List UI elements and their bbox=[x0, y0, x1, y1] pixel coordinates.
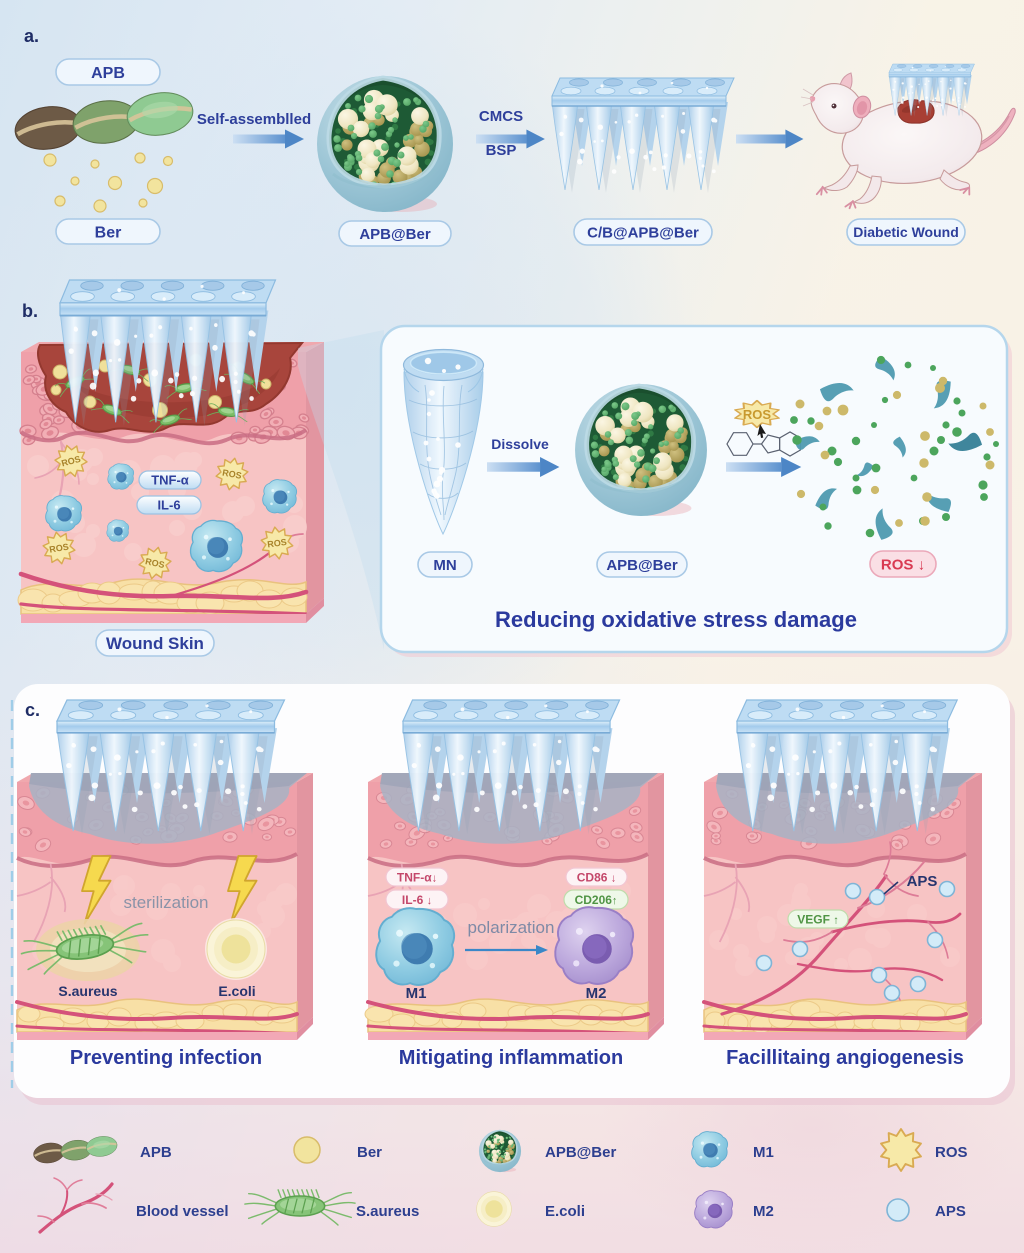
svg-text:CD206↑: CD206↑ bbox=[575, 893, 618, 907]
svg-text:CD86 ↓: CD86 ↓ bbox=[577, 870, 617, 884]
svg-text:APS: APS bbox=[935, 1203, 966, 1220]
svg-text:APB: APB bbox=[91, 65, 125, 82]
svg-text:Reducing oxidative stress dama: Reducing oxidative stress damage bbox=[495, 607, 857, 632]
svg-text:ROS: ROS bbox=[221, 468, 242, 481]
svg-text:M2: M2 bbox=[586, 985, 607, 1002]
svg-text:ROS: ROS bbox=[49, 542, 70, 555]
svg-text:Preventing infection: Preventing infection bbox=[70, 1047, 262, 1069]
svg-text:a.: a. bbox=[24, 26, 39, 46]
svg-text:VEGF ↑: VEGF ↑ bbox=[797, 912, 839, 926]
svg-text:APB: APB bbox=[140, 1144, 172, 1161]
svg-text:E.coli: E.coli bbox=[545, 1203, 585, 1220]
svg-text:TNF-α↓: TNF-α↓ bbox=[397, 870, 437, 884]
svg-text:b.: b. bbox=[22, 301, 38, 321]
svg-text:S.aureus: S.aureus bbox=[356, 1203, 419, 1220]
svg-text:Blood vessel: Blood vessel bbox=[136, 1203, 229, 1220]
svg-text:APS: APS bbox=[907, 873, 938, 890]
svg-text:ROS: ROS bbox=[935, 1144, 968, 1161]
svg-text:C/B@APB@Ber: C/B@APB@Ber bbox=[587, 224, 699, 241]
svg-text:M2: M2 bbox=[753, 1203, 774, 1220]
svg-text:M1: M1 bbox=[406, 985, 427, 1002]
svg-text:APB@Ber: APB@Ber bbox=[545, 1144, 616, 1161]
svg-text:MN: MN bbox=[433, 557, 456, 574]
svg-text:APB@Ber: APB@Ber bbox=[606, 557, 677, 574]
svg-text:E.coli: E.coli bbox=[218, 983, 255, 999]
svg-text:sterilization: sterilization bbox=[123, 893, 208, 912]
svg-text:Mitigating inflammation: Mitigating inflammation bbox=[399, 1047, 623, 1069]
svg-text:CMCS: CMCS bbox=[479, 108, 523, 125]
svg-text:Ber: Ber bbox=[357, 1144, 382, 1161]
svg-text:Wound Skin: Wound Skin bbox=[106, 634, 204, 653]
svg-text:Diabetic Wound: Diabetic Wound bbox=[853, 224, 959, 240]
svg-text:ROS: ROS bbox=[743, 407, 772, 422]
svg-text:S.aureus: S.aureus bbox=[58, 983, 117, 999]
svg-text:Self-assemblled: Self-assemblled bbox=[197, 111, 311, 128]
svg-text:Facillitaing angiogenesis: Facillitaing angiogenesis bbox=[726, 1047, 964, 1069]
svg-text:APB@Ber: APB@Ber bbox=[359, 226, 430, 243]
svg-text:ROS: ROS bbox=[267, 537, 288, 550]
svg-text:BSP: BSP bbox=[486, 142, 517, 159]
svg-text:c.: c. bbox=[25, 700, 40, 720]
svg-text:ROS: ROS bbox=[60, 454, 81, 469]
svg-text:ROS: ROS bbox=[144, 556, 165, 570]
svg-text:M1: M1 bbox=[753, 1144, 774, 1161]
svg-text:ROS ↓: ROS ↓ bbox=[881, 556, 925, 573]
svg-text:polarization: polarization bbox=[468, 918, 555, 937]
svg-text:IL-6 ↓: IL-6 ↓ bbox=[402, 893, 432, 907]
svg-text:Dissolve: Dissolve bbox=[491, 436, 549, 452]
svg-text:IL-6: IL-6 bbox=[157, 498, 180, 513]
svg-text:TNF-α: TNF-α bbox=[151, 473, 189, 488]
svg-text:Ber: Ber bbox=[95, 224, 122, 241]
